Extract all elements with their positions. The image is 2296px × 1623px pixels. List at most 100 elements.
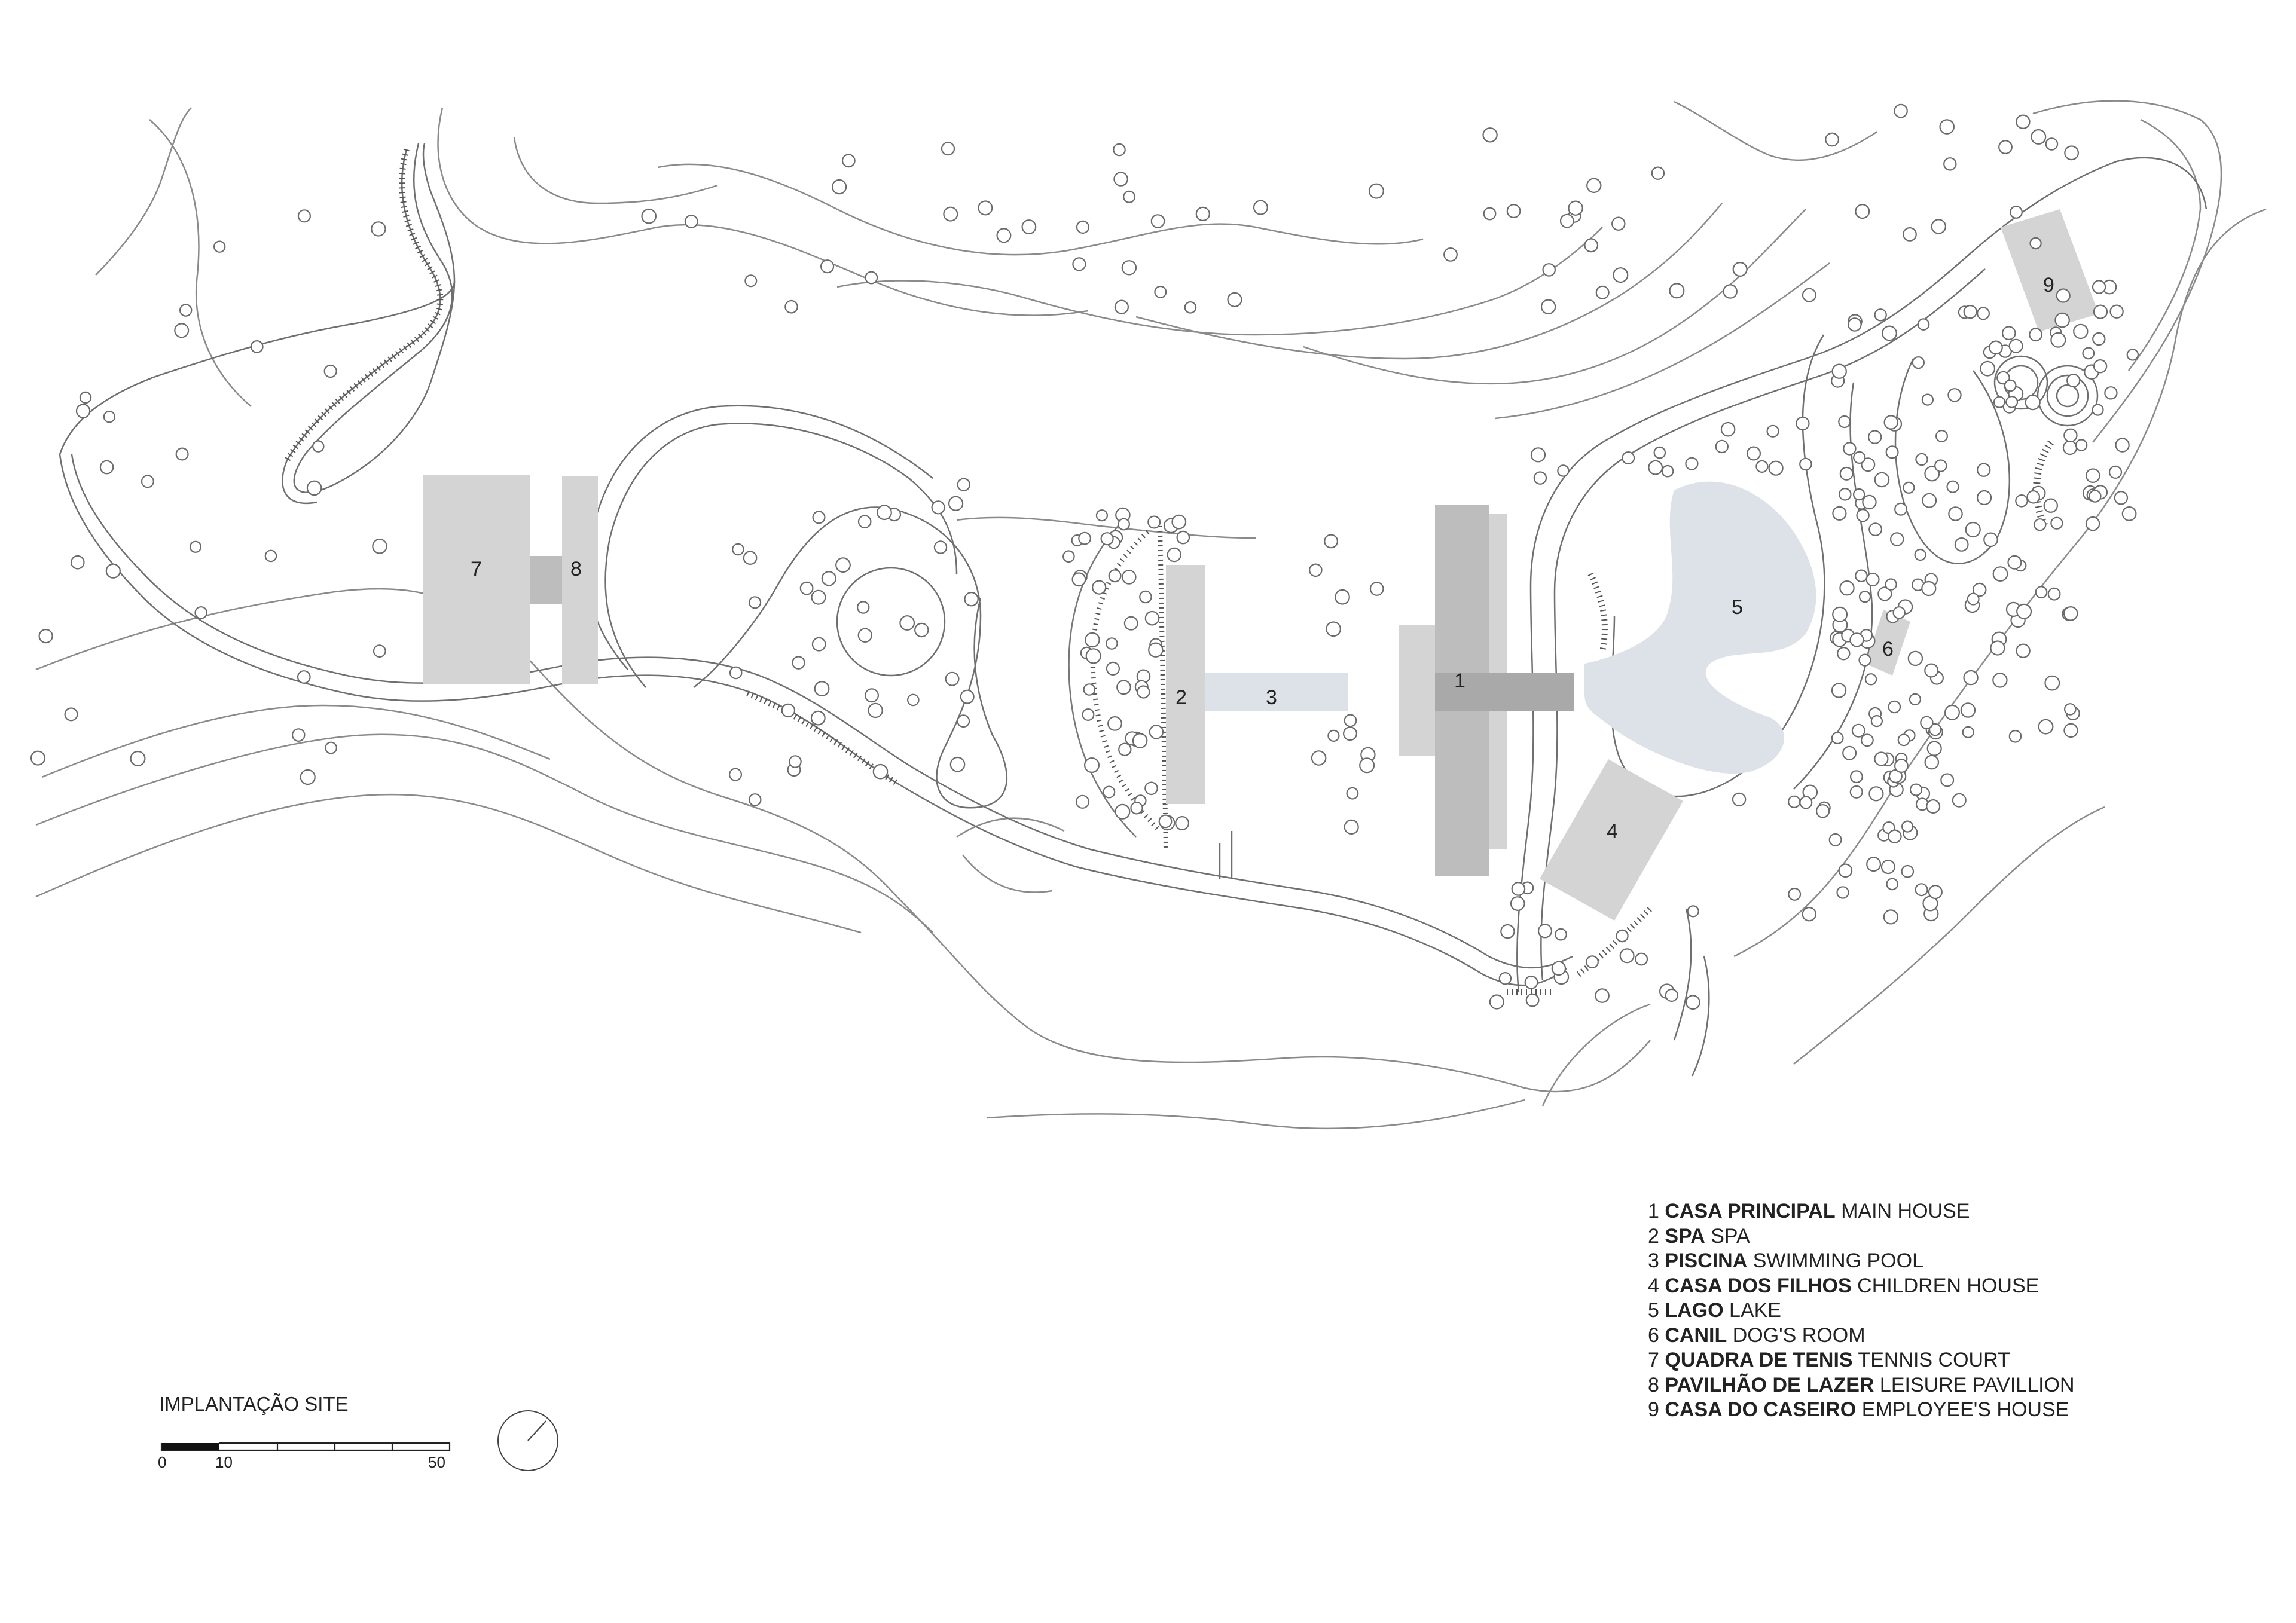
tree-symbol — [1928, 723, 1942, 736]
tree-symbol — [1106, 661, 1120, 676]
tree-symbol — [1831, 363, 1847, 379]
tree-symbol — [943, 206, 958, 222]
legend-english-name: MAIN HOUSE — [1841, 1200, 1970, 1222]
tree-symbol — [1828, 833, 1842, 846]
legend-number: 5 — [1648, 1299, 1659, 1322]
tree-symbol — [75, 404, 91, 418]
tree-symbol — [1369, 582, 1384, 596]
tree-symbol — [1113, 143, 1126, 157]
tree-symbol — [1944, 704, 1961, 720]
tree-symbol — [213, 240, 226, 253]
swimming-pool-shape — [1202, 673, 1348, 711]
tree-symbol — [1611, 216, 1626, 231]
tree-symbol — [684, 215, 698, 228]
tree-symbol — [1085, 632, 1100, 648]
tree-symbol — [1651, 166, 1665, 180]
tree-symbol — [1892, 606, 1906, 619]
tree-symbol — [812, 511, 826, 524]
tree-symbol — [1665, 988, 1678, 1002]
tree-symbol — [1149, 725, 1164, 739]
tree-symbol — [1992, 673, 2008, 688]
tree-symbol — [1083, 757, 1100, 773]
tree-symbol — [2025, 394, 2041, 411]
tree-symbol — [835, 557, 851, 573]
tree-symbol — [1926, 741, 1942, 756]
tree-symbol — [1983, 532, 1998, 548]
tree-symbol — [1837, 646, 1851, 661]
tree-symbol — [1154, 285, 1167, 298]
tree-symbol — [1921, 580, 1937, 597]
legend-item: 6 CANIL DOG'S ROOM — [1648, 1324, 2246, 1349]
scale-label-end: 50 — [428, 1453, 445, 1471]
tree-symbol — [1368, 183, 1384, 199]
tree-symbol — [907, 693, 920, 707]
tree-symbol — [264, 549, 277, 563]
tree-symbol — [1253, 200, 1268, 215]
tree-symbol — [1868, 786, 1884, 802]
tree-symbol — [2092, 404, 2104, 416]
tree-symbol — [1648, 460, 1663, 475]
tree-symbol — [1511, 882, 1526, 896]
tree-symbol — [2008, 730, 2022, 743]
legend-portuguese-name: CASA DOS FILHOS — [1665, 1274, 1852, 1297]
legend-item: 1 CASA PRINCIPAL MAIN HOUSE — [1648, 1199, 2246, 1224]
tree-symbol — [1669, 283, 1685, 299]
tree-symbol — [1838, 415, 1851, 429]
tree-symbol — [194, 606, 207, 619]
tree-symbol — [2104, 386, 2118, 400]
tree-symbol — [1843, 442, 1857, 456]
site-title: IMPLANTAÇÃO SITE — [159, 1393, 349, 1415]
tree-symbol — [2050, 332, 2066, 348]
tree-symbol — [1171, 514, 1187, 530]
tree-symbol — [2063, 428, 2078, 443]
legend-item: 2 SPA SPA — [1648, 1224, 2246, 1249]
site-roads — [59, 143, 2208, 1077]
label-swimming-pool: 3 — [1266, 686, 1277, 709]
tree-symbol — [1907, 650, 1923, 667]
tree-symbol — [811, 637, 826, 652]
tree-symbol — [1537, 924, 1553, 939]
tree-symbol — [2092, 280, 2106, 294]
tree-symbol — [1137, 685, 1150, 699]
tree-symbol — [1619, 948, 1635, 964]
tree-symbol — [2029, 237, 2042, 250]
tree-symbol — [799, 581, 814, 595]
legend-english-name: LEISURE PAVILLION — [1879, 1373, 2075, 1396]
tree-symbol — [1796, 416, 1810, 431]
tree-symbol — [2063, 606, 2078, 621]
label-main-house: 1 — [1454, 670, 1465, 692]
tree-symbol — [1903, 481, 1915, 494]
tree-symbol — [792, 656, 805, 670]
tree-symbol — [810, 710, 826, 726]
tree-symbol — [1158, 814, 1173, 829]
tree-symbol — [1568, 200, 1583, 216]
tree-symbol — [1924, 754, 1940, 770]
tree-symbol — [2108, 465, 2123, 479]
tree-symbol — [1311, 750, 1327, 766]
tree-symbol — [2016, 603, 2032, 619]
label-tennis-court: 7 — [471, 558, 482, 580]
tree-symbol — [1874, 472, 1890, 488]
tree-symbol — [1123, 616, 1138, 631]
legend-english-name: LAKE — [1729, 1299, 1781, 1322]
tree-symbol — [1184, 301, 1197, 314]
tree-symbol — [1130, 802, 1143, 815]
tree-symbol — [2005, 396, 2019, 408]
tree-symbol — [1992, 566, 2008, 582]
tree-symbol — [814, 681, 830, 696]
north-arrow-icon — [497, 1410, 558, 1471]
tree-symbol — [743, 551, 758, 565]
dogs-room-shape — [1866, 610, 1910, 676]
tree-symbol — [2002, 326, 2016, 340]
tree-symbol — [949, 756, 966, 772]
tree-symbol — [1914, 548, 1926, 561]
tree-symbol — [71, 555, 85, 570]
legend-portuguese-name: PAVILHÃO DE LAZER — [1665, 1373, 1874, 1396]
tree-symbol — [1832, 606, 1848, 622]
tree-symbol — [1874, 308, 1887, 322]
tree-symbol — [1595, 988, 1610, 1003]
tree-symbol — [841, 154, 856, 168]
tree-symbol — [1894, 759, 1909, 773]
tree-symbol — [1852, 488, 1866, 501]
tree-symbol — [1856, 509, 1870, 522]
